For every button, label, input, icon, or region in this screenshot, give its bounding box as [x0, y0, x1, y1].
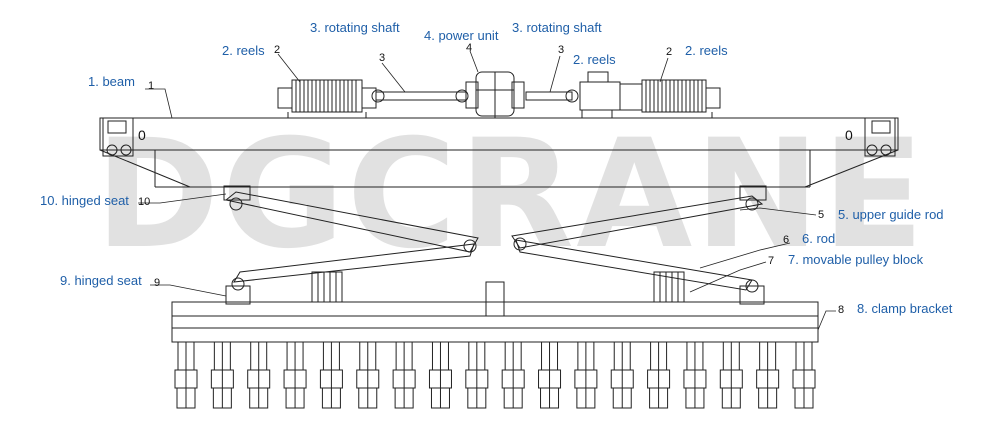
beam-marker-right: 0: [845, 127, 853, 143]
motor-right: [579, 71, 643, 119]
label-movable-pulley-block: 7. movable pulley block: [788, 252, 924, 267]
label-rod: 6. rod: [802, 231, 836, 246]
number-hinged-seat-upper: 10: [138, 196, 151, 208]
number-beam: 1: [148, 80, 155, 92]
label-reels-left: 2. reels: [222, 43, 265, 58]
center-block: [485, 281, 505, 317]
clamp-jaw: [610, 341, 634, 409]
hinged-seat-lower-right: [739, 285, 765, 305]
reel-left: [277, 79, 377, 118]
beam-marker-left: 0: [138, 127, 146, 143]
label-hinged-seat-lower: 9. hinged seat: [60, 273, 142, 288]
power-unit: [465, 71, 525, 118]
number-reels-left: 2: [274, 44, 281, 56]
number-reels-right: 2: [666, 46, 673, 58]
clamp-jaw: [683, 341, 707, 409]
label-shaft-left: 3. rotating shaft: [310, 20, 400, 35]
clamp-jaw: [174, 341, 198, 409]
shaft-left: [371, 89, 469, 103]
clamp-group: [174, 341, 816, 409]
number-hinged-seat-lower: 9: [154, 277, 161, 289]
clamp-jaw: [574, 341, 598, 409]
number-upper-guide-rod: 5: [818, 209, 825, 221]
clamp-jaw: [247, 341, 271, 409]
label-power-unit: 4. power unit: [424, 28, 499, 43]
pulley-block-left: [311, 271, 343, 303]
pulley-block-right: [653, 271, 685, 303]
clamp-jaw: [719, 341, 743, 409]
leader-lines: [138, 50, 836, 331]
number-power-unit: 4: [466, 42, 473, 54]
clamp-jaw: [647, 341, 671, 409]
shaft-right: [525, 89, 579, 103]
scissor-arm-right: [511, 185, 767, 293]
label-beam: 1. beam: [88, 74, 135, 89]
label-upper-guide-rod: 5. upper guide rod: [838, 207, 944, 222]
clamp-jaw: [210, 341, 234, 409]
beam: [99, 117, 899, 188]
clamp-jaw: [465, 341, 489, 409]
hinged-seat-lower-left: [225, 285, 251, 305]
label-clamp-bracket: 8. clamp bracket: [857, 301, 953, 316]
number-shaft-right: 3: [558, 44, 565, 56]
clamp-jaw: [756, 341, 780, 409]
clamp-jaw: [356, 341, 380, 409]
label-reels-right: 2. reels: [685, 43, 728, 58]
clamp-jaw: [792, 341, 816, 409]
clamp-jaw: [392, 341, 416, 409]
clamp-jaw: [428, 341, 452, 409]
number-shaft-left: 3: [379, 52, 386, 64]
watermark: DGCRANE: [95, 108, 927, 282]
label-shaft-right: 3. rotating shaft: [512, 20, 602, 35]
number-rod: 6: [783, 234, 790, 246]
clamp-jaw: [501, 341, 525, 409]
clamp-bracket-beam: [171, 301, 819, 343]
label-reels-mid: 2. reels: [573, 52, 616, 67]
scissor-arm-left: [223, 185, 479, 291]
reel-right: [641, 79, 721, 118]
clamp-jaw: [283, 341, 307, 409]
number-clamp-bracket: 8: [838, 304, 845, 316]
clamp-jaw: [319, 341, 343, 409]
number-movable-pulley-block: 7: [768, 255, 775, 267]
label-hinged-seat-upper: 10. hinged seat: [40, 193, 129, 208]
clamp-jaw: [538, 341, 562, 409]
